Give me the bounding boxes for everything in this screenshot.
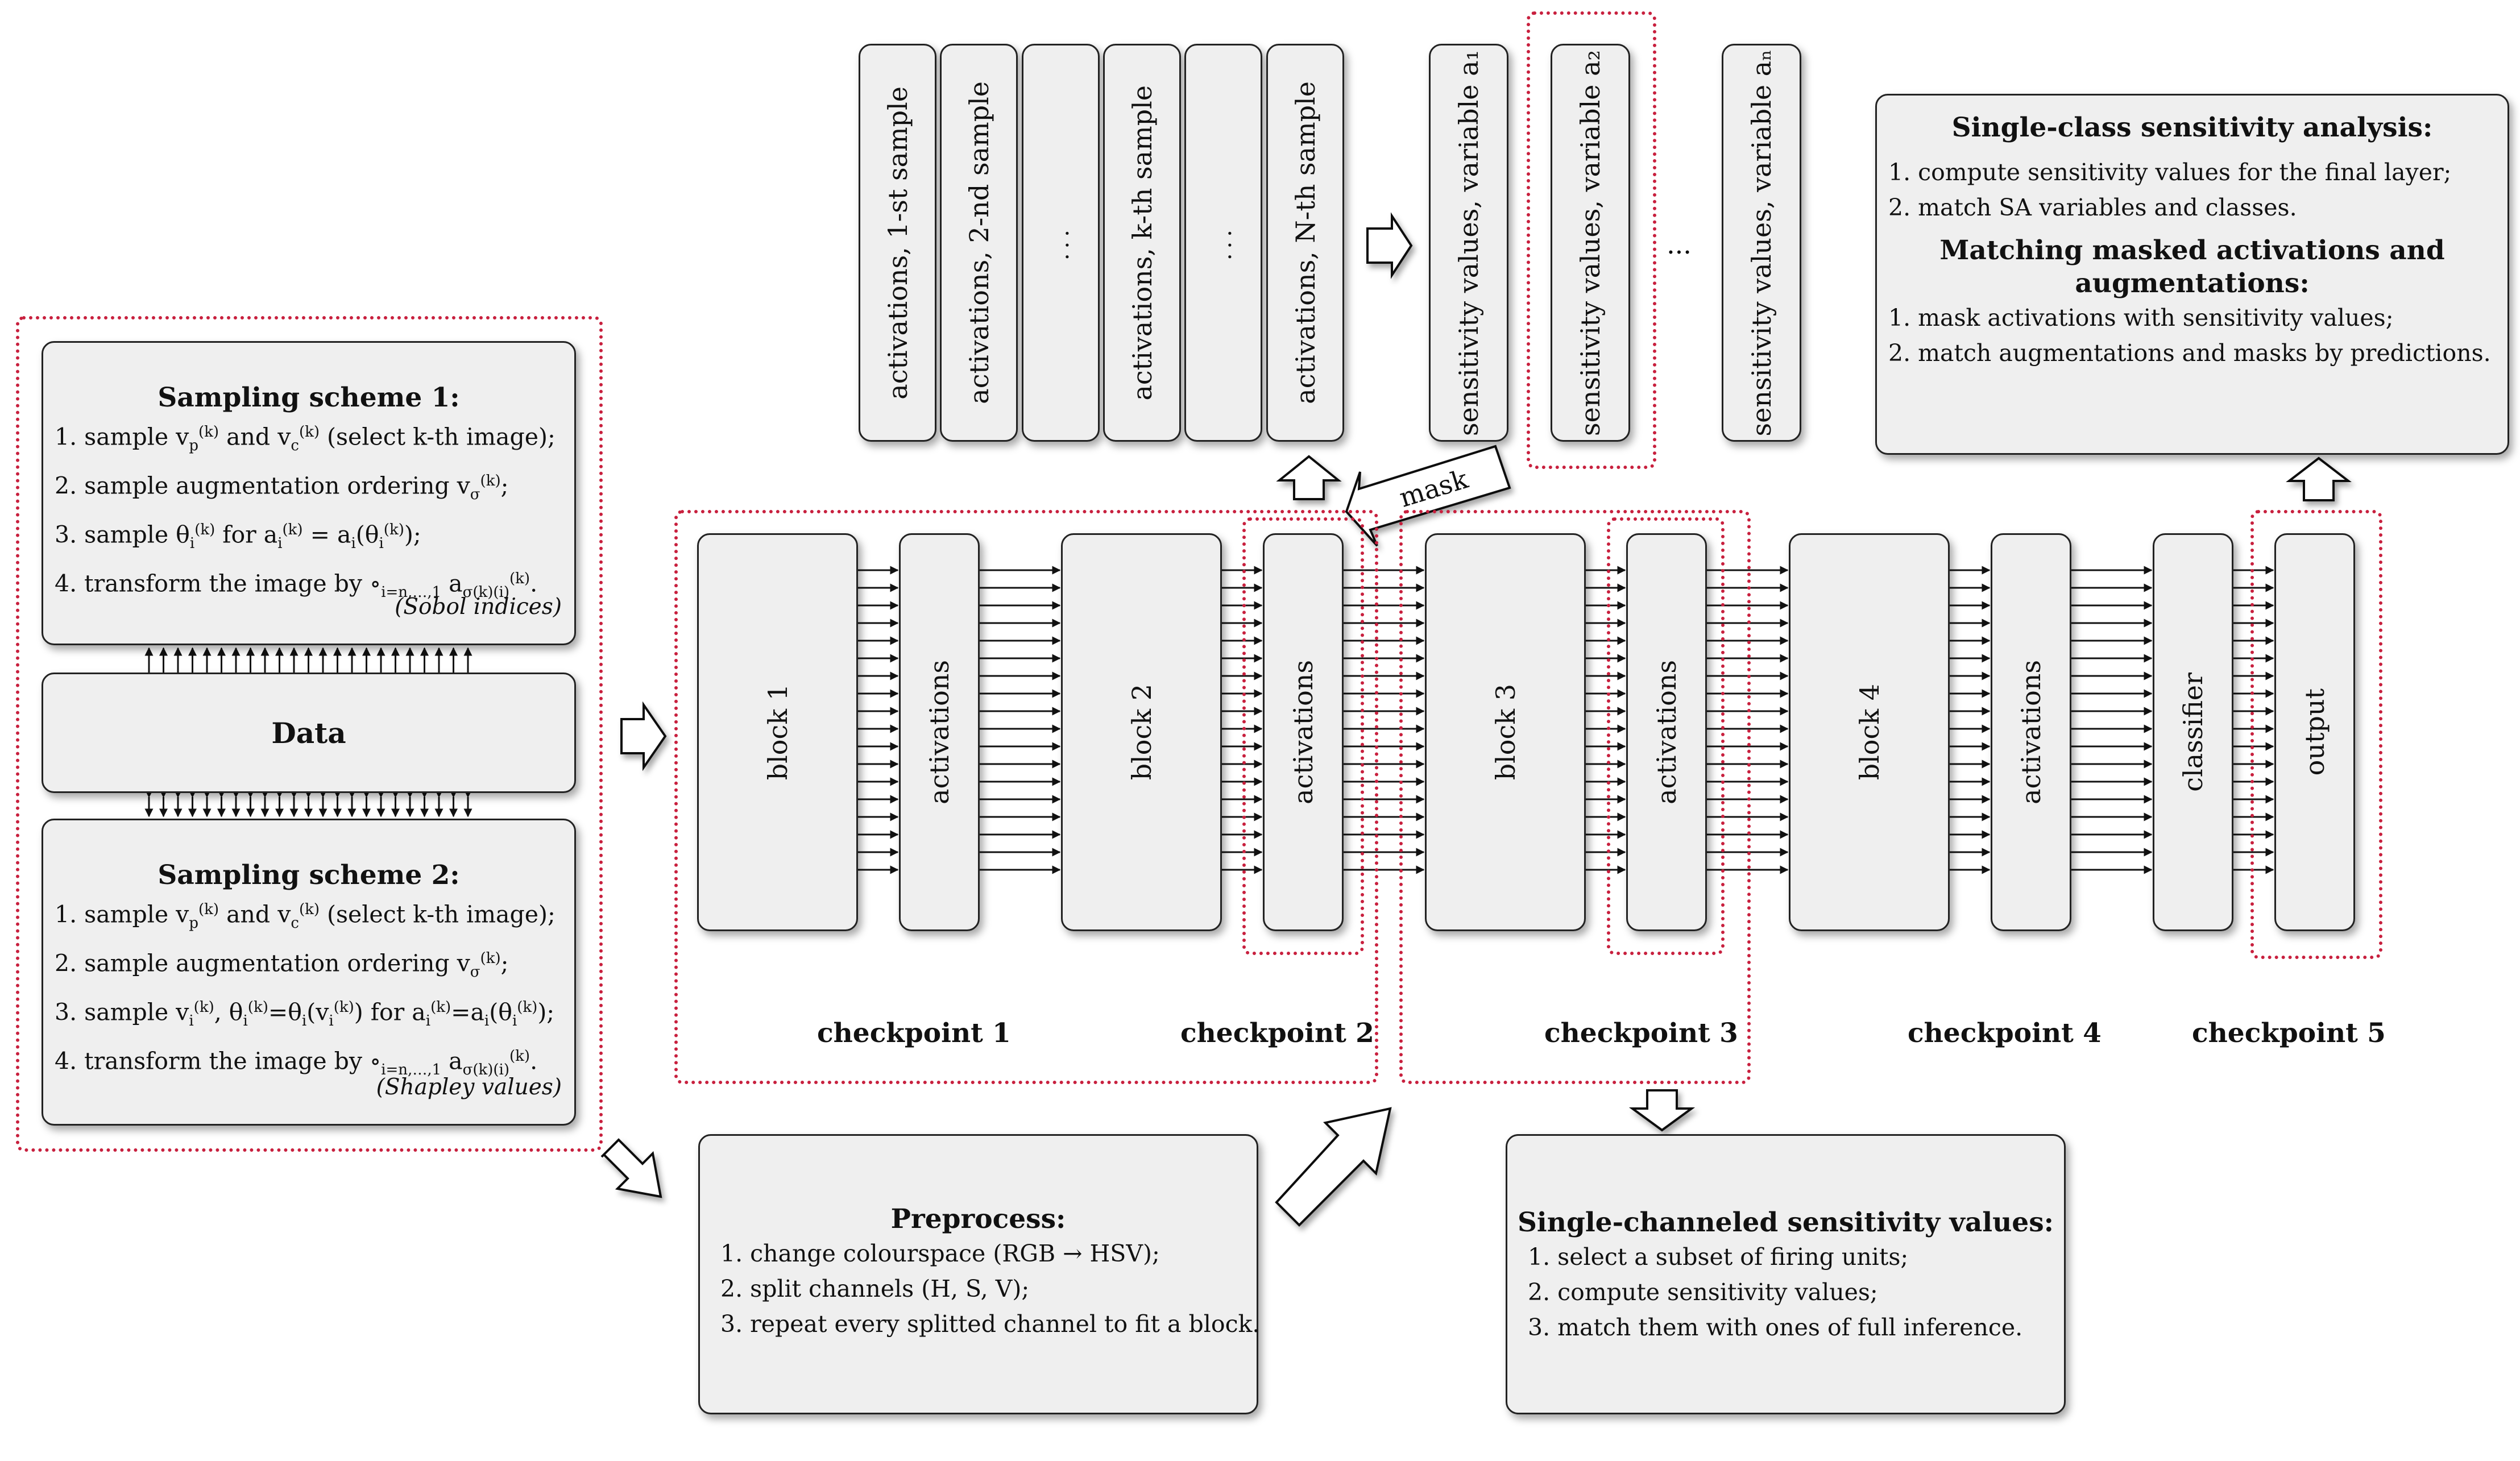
scheme1-step-3: 3. sample θi(k) for ai(k) = ai(θi(k)); [55, 521, 421, 552]
sample-column-label: activations, 2-nd sample [963, 81, 994, 404]
scheme1-step-2: 2. sample augmentation ordering vσ(k); [55, 472, 509, 503]
checkpoint-1-label: checkpoint 1 [817, 1018, 1011, 1049]
activations-2: activations [1263, 533, 1344, 931]
checkpoint-1-2-region [674, 510, 1378, 1084]
sensitivity-column: sensitivity values, variable aₙ [1722, 44, 1801, 442]
sampling-scheme-2-panel: Sampling scheme 2: 1. sample vp(k) and v… [42, 819, 576, 1126]
sample-column-label: activations, N-th sample [1290, 81, 1321, 404]
sampling-scheme-1-title: Sampling scheme 1: [158, 382, 460, 413]
sample-column-label: ... [1047, 225, 1074, 261]
checkpoint-5-output-region [2250, 510, 2382, 959]
single-class-panel: Single-class sensitivity analysis: 1. co… [1875, 94, 2509, 455]
scheme2-step-4: 4. transform the image by ∘i=n,…,1 aσ(k)… [55, 1047, 538, 1078]
block-3: block 3 [1425, 533, 1586, 931]
sample-column: activations, k-th sample [1103, 44, 1181, 442]
sample-column-label: ... [1210, 225, 1237, 261]
matching-title: Matching masked activations and augmenta… [1939, 235, 2445, 299]
sample-column: activations, 1-st sample [859, 44, 936, 442]
sample-column: ... [1022, 44, 1100, 442]
activations-3: activations [1626, 533, 1707, 931]
preprocess-to-pipeline-arrow [1275, 1107, 1392, 1227]
single-class-steps: 1. compute sensitivity values for the fi… [1888, 159, 2452, 221]
checkpoint3-to-single-channel-arrow [1628, 1089, 1696, 1132]
checkpoint-2-label: checkpoint 2 [1180, 1018, 1374, 1049]
data-to-pipeline-arrow [620, 701, 667, 771]
scheme2-step-3: 3. sample vi(k), θi(k)=θi(vi(k)) for ai(… [55, 998, 555, 1030]
sample-column: activations, 2-nd sample [940, 44, 1018, 442]
checkpoint-3-activations-region [1607, 517, 1725, 955]
samples-to-sensitivity-arrow [1366, 212, 1413, 279]
variable-a2-highlight [1527, 11, 1656, 469]
sobol-indices-note: (Sobol indices) [395, 594, 562, 620]
single-channel-title: Single-channeled sensitivity values: [1517, 1207, 2054, 1238]
scheme1-step-1: 1. sample vp(k) and vc(k) (select k-th i… [55, 423, 556, 454]
sampling-scheme-2-steps: 1. sample vp(k) and vc(k) (select k-th i… [43, 892, 574, 1087]
sensitivity-column-label: sensitivity values, variable a₂ [1575, 49, 1606, 436]
classifier-block: classifier [2153, 533, 2233, 931]
shapley-values-note: (Shapley values) [376, 1074, 562, 1100]
data-box: Data [42, 673, 576, 793]
checkpoint-4-label: checkpoint 4 [1908, 1018, 2102, 1049]
preprocess-title: Preprocess: [890, 1203, 1066, 1235]
single-channel-panel: Single-channeled sensitivity values: 1. … [1506, 1134, 2066, 1414]
matching-steps: 1. mask activations with sensitivity val… [1888, 304, 2491, 367]
checkpoint-3-label: checkpoint 3 [1544, 1018, 1738, 1049]
sensitivity-column: sensitivity values, variable a₂ [1551, 44, 1630, 442]
block-4: block 4 [1789, 533, 1950, 931]
checkpoint-5-label: checkpoint 5 [2192, 1018, 2386, 1049]
sample-column-label: activations, 1-st sample [882, 86, 913, 400]
activations-4: activations [1991, 533, 2071, 931]
preprocess-steps: 1. change colourspace (RGB → HSV); 2. sp… [720, 1240, 1260, 1338]
block-2: block 2 [1061, 533, 1222, 931]
data-to-scheme-arrows [144, 647, 472, 817]
sampling-scheme-1-panel: Sampling scheme 1: 1. sample vp(k) and v… [42, 341, 576, 645]
sensitivity-column: sensitivity values, variable a₁ [1429, 44, 1508, 442]
scheme2-step-2: 2. sample augmentation ordering vσ(k); [55, 949, 509, 981]
output-block: output [2274, 533, 2355, 931]
sensitivity-column-label: sensitivity values, variable aₙ [1746, 49, 1777, 437]
activations-to-samples-arrow [1276, 455, 1342, 500]
scheme2-step-1: 1. sample vp(k) and vc(k) (select k-th i… [55, 900, 556, 932]
sample-column: ... [1184, 44, 1262, 442]
sensitivity-column-label: sensitivity values, variable a₁ [1453, 49, 1484, 436]
preprocess-panel: Preprocess: 1. change colourspace (RGB →… [698, 1134, 1260, 1414]
single-channel-steps: 1. select a subset of firing units; 2. c… [1528, 1243, 2023, 1341]
sensitivity-ellipsis: ... [1667, 229, 1692, 260]
scheme1-step-4: 4. transform the image by ∘i=n,…,1 aσ(k)… [55, 570, 538, 601]
sampling-scheme-1-steps: 1. sample vp(k) and vc(k) (select k-th i… [43, 414, 574, 609]
activations-1: activations [899, 533, 980, 931]
data-label: Data [271, 716, 346, 750]
data-region-outline [16, 316, 603, 1152]
checkpoint-3-region [1399, 510, 1751, 1084]
output-to-analysis-arrow [2286, 456, 2352, 501]
checkpoint-2-activations-region [1242, 517, 1364, 955]
sample-column: activations, N-th sample [1266, 44, 1344, 442]
block-1: block 1 [697, 533, 858, 931]
single-class-title: Single-class sensitivity analysis: [1951, 112, 2433, 143]
data-to-preprocess-arrow [600, 1138, 662, 1198]
sampling-scheme-2-title: Sampling scheme 2: [158, 860, 460, 891]
sample-column-label: activations, k-th sample [1126, 85, 1158, 401]
